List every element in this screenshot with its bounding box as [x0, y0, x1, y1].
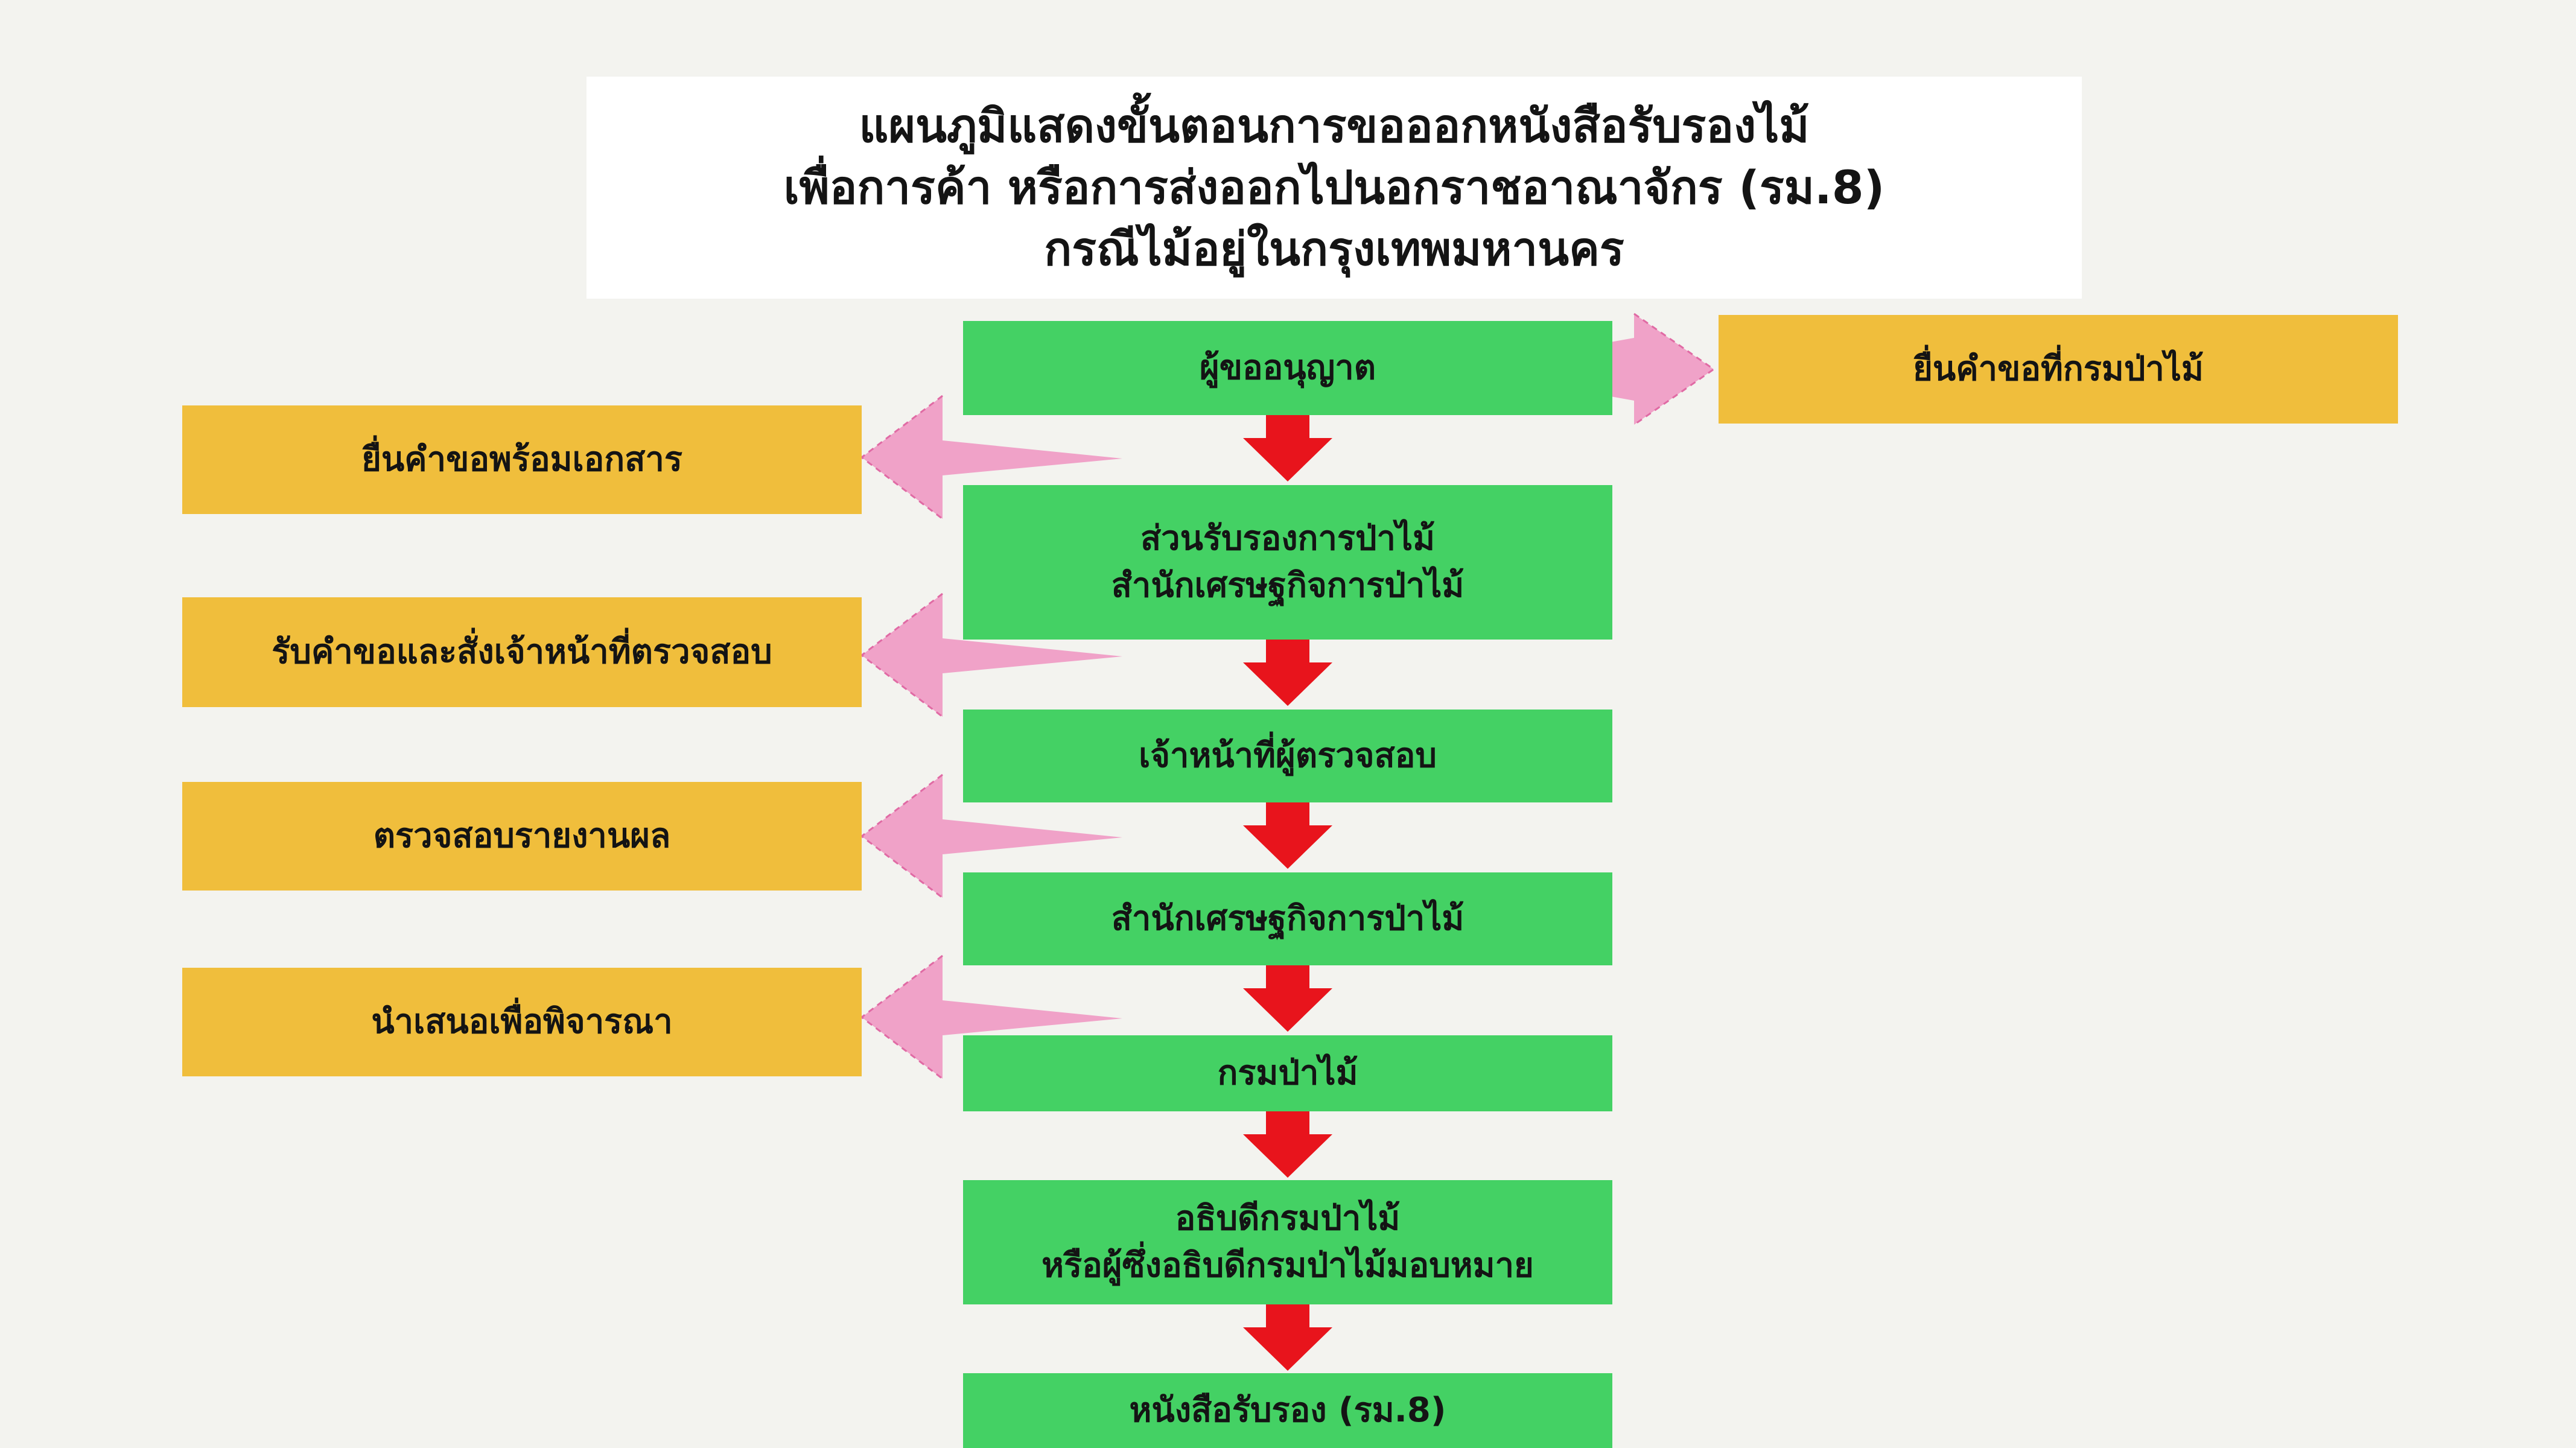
- note-submit-with-documents: ยื่นคำขอพร้อมเอกสาร: [182, 405, 862, 514]
- note-label: ตรวจสอบรายงานผล: [373, 816, 671, 856]
- down-arrow-1: [1243, 415, 1332, 481]
- note-submit-for-consideration: นำเสนอเพื่อพิจารณา: [182, 968, 862, 1076]
- step-director-general: อธิบดีกรมป่าไม้ หรือผู้ซึ่งอธิบดีกรมป่าไ…: [963, 1180, 1612, 1304]
- step-label: หนังสือรับรอง (รม.8): [1129, 1391, 1446, 1430]
- step-label: สำนักเศรษฐกิจการป่าไม้: [1111, 899, 1465, 938]
- note-label: ยื่นคำขอพร้อมเอกสาร: [361, 440, 682, 479]
- step-label: เจ้าหน้าที่ผู้ตรวจสอบ: [1139, 736, 1437, 775]
- note-submit-at-department: ยื่นคำขอที่กรมป่าไม้: [1719, 315, 2398, 424]
- side-arrow-left-2: [860, 592, 1122, 718]
- down-arrow-5: [1243, 1111, 1332, 1178]
- down-arrow-4: [1243, 965, 1332, 1032]
- note-receive-and-assign: รับคำขอและสั่งเจ้าหน้าที่ตรวจสอบ: [182, 597, 862, 707]
- step-label: สำนักเศรษฐกิจการป่าไม้: [1111, 566, 1465, 605]
- title-line-1: แผนภูมิแสดงขั้นตอนการขอออกหนังสือรับรองไ…: [859, 99, 1810, 153]
- side-arrow-left-4: [860, 954, 1122, 1080]
- step-label: กรมป่าไม้: [1217, 1053, 1358, 1093]
- note-label: รับคำขอและสั่งเจ้าหน้าที่ตรวจสอบ: [272, 632, 772, 672]
- down-arrow-3: [1243, 802, 1332, 869]
- title-line-2: เพื่อการค้า หรือการส่งออกไปนอกราชอาณาจัก…: [783, 160, 1885, 214]
- note-label: นำเสนอเพื่อพิจารณา: [371, 1002, 673, 1041]
- step-label: ผู้ขออนุญาต: [1199, 348, 1376, 387]
- side-arrow-left-1: [860, 395, 1122, 520]
- side-arrow-left-3: [860, 773, 1122, 899]
- step-certificate: หนังสือรับรอง (รม.8): [963, 1373, 1612, 1448]
- step-forest-economics-bureau: สำนักเศรษฐกิจการป่าไม้: [963, 872, 1612, 965]
- diagram-title: แผนภูมิแสดงขั้นตอนการขอออกหนังสือรับรองไ…: [587, 77, 2082, 299]
- step-royal-forest-department: กรมป่าไม้: [963, 1035, 1612, 1111]
- step-label: ส่วนรับรองการป่าไม้: [1140, 519, 1436, 558]
- step-label: หรือผู้ซึ่งอธิบดีกรมป่าไม้มอบหมาย: [1042, 1246, 1534, 1285]
- step-applicant: ผู้ขออนุญาต: [963, 321, 1612, 415]
- step-label: อธิบดีกรมป่าไม้: [1175, 1199, 1401, 1238]
- down-arrow-6: [1243, 1304, 1332, 1371]
- title-line-3: กรณีไม้อยู่ในกรุงเทพมหานคร: [1044, 222, 1624, 276]
- note-label: ยื่นคำขอที่กรมป่าไม้: [1913, 349, 2204, 389]
- note-inspect-and-report: ตรวจสอบรายงานผล: [182, 782, 862, 891]
- step-forest-certification-section: ส่วนรับรองการป่าไม้ สำนักเศรษฐกิจการป่าไ…: [963, 485, 1612, 640]
- down-arrow-2: [1243, 640, 1332, 706]
- step-inspector: เจ้าหน้าที่ผู้ตรวจสอบ: [963, 710, 1612, 802]
